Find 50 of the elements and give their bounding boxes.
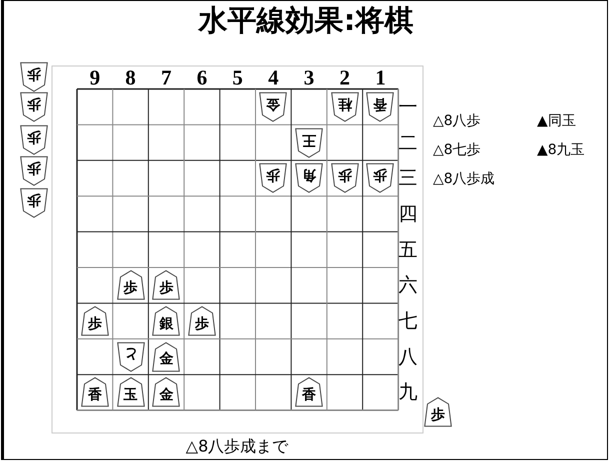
shogi-piece: 桂 — [330, 92, 359, 122]
shogi-piece: 歩 — [330, 163, 359, 194]
shogi-piece: 歩 — [152, 270, 180, 300]
column-number: 5 — [232, 66, 243, 90]
shogi-piece: 銀 — [152, 306, 180, 336]
move-text: △8八歩成 — [433, 170, 495, 188]
shogi-piece: 歩 — [424, 397, 452, 427]
shogi-piece: 香 — [366, 92, 394, 122]
move-text: △8七歩 — [433, 141, 481, 159]
shogi-piece: 歩 — [80, 306, 109, 336]
row-number: 七 — [398, 309, 418, 334]
shogi-piece: 歩 — [366, 163, 394, 194]
row-number: 六 — [398, 273, 418, 298]
row-number: 三 — [398, 166, 418, 192]
column-number: 3 — [304, 66, 314, 90]
shogi-piece: 歩 — [116, 270, 145, 300]
shogi-piece: 歩 — [20, 188, 48, 218]
column-number: 9 — [90, 66, 100, 90]
caption: △8八歩成まで — [186, 436, 288, 458]
column-number: 1 — [375, 66, 386, 90]
move-text: ▲8九玉 — [537, 141, 585, 159]
row-number: 一 — [398, 94, 418, 120]
shogi-piece: 歩 — [20, 62, 48, 92]
shogi-piece: 歩 — [20, 92, 48, 122]
column-number: 8 — [125, 66, 136, 90]
shogi-piece: 金 — [259, 92, 288, 122]
shogi-piece: 金 — [152, 377, 180, 408]
column-number: 6 — [196, 66, 208, 90]
row-number: 九 — [398, 380, 418, 406]
move-text: ▲同玉 — [537, 112, 576, 130]
shogi-piece: 香 — [295, 377, 324, 408]
row-number: 八 — [398, 344, 418, 370]
shogi-piece: 玉 — [116, 377, 145, 408]
shogi-piece: 金 — [152, 342, 180, 372]
move-text: △8八歩 — [433, 112, 481, 130]
shogi-piece: 王 — [295, 128, 324, 158]
row-number: 四 — [398, 202, 418, 227]
shogi-piece: 歩 — [20, 156, 48, 186]
column-number: 2 — [340, 66, 350, 90]
row-number: 二 — [398, 130, 418, 156]
row-number: 五 — [398, 238, 418, 263]
shogi-piece: と — [116, 342, 145, 372]
title: 水平線効果:将棋 — [198, 2, 414, 39]
shogi-piece: 角 — [295, 163, 324, 194]
shogi-piece: 香 — [80, 377, 109, 408]
column-number: 4 — [268, 66, 279, 90]
column-number: 7 — [161, 66, 172, 90]
shogi-piece: 歩 — [20, 125, 48, 155]
shogi-piece: 歩 — [259, 163, 288, 194]
shogi-piece: 歩 — [188, 306, 216, 336]
